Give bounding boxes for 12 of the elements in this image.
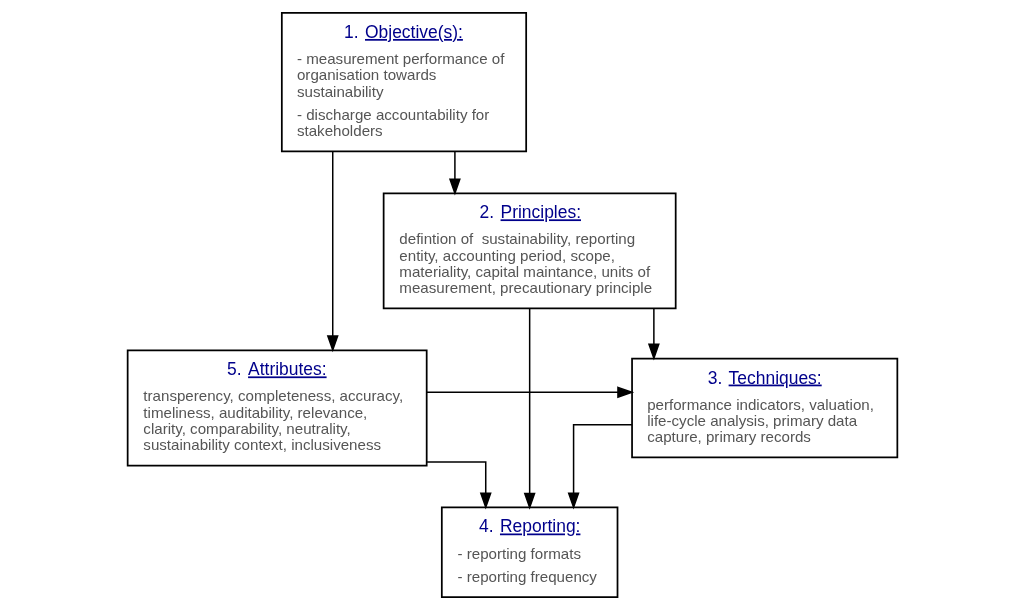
- node-box: 5. Attributes: transperency, completeness, accuracy, timeliness, auditability, relevance, clarity, comparability, neutrality, sustainability context, inclusiveness: [126, 349, 428, 467]
- node-box: 2. Principles: defintion of sustainability, reporting entity, accounting period, scope, materiality, capital maintance, units of measurement, precautionary principle: [382, 192, 677, 310]
- arrow: [425, 461, 492, 510]
- arrow: [523, 307, 536, 510]
- arrow: [425, 386, 634, 399]
- node-box: 4. Reporting: - reporting formats - reporting frequency: [440, 506, 618, 598]
- arrow: [647, 307, 660, 361]
- node-box: 3. Techniques: performance indicators, valuation, life-cycle analysis, primary data capture, primary records: [630, 357, 898, 459]
- node-box: 1. Objective(s): - measurement performance of organisation towards sustainability - discharge accountability for stakeholders: [280, 12, 527, 153]
- arrow: [448, 151, 461, 196]
- arrow: [326, 150, 339, 353]
- arrow: [567, 424, 633, 510]
